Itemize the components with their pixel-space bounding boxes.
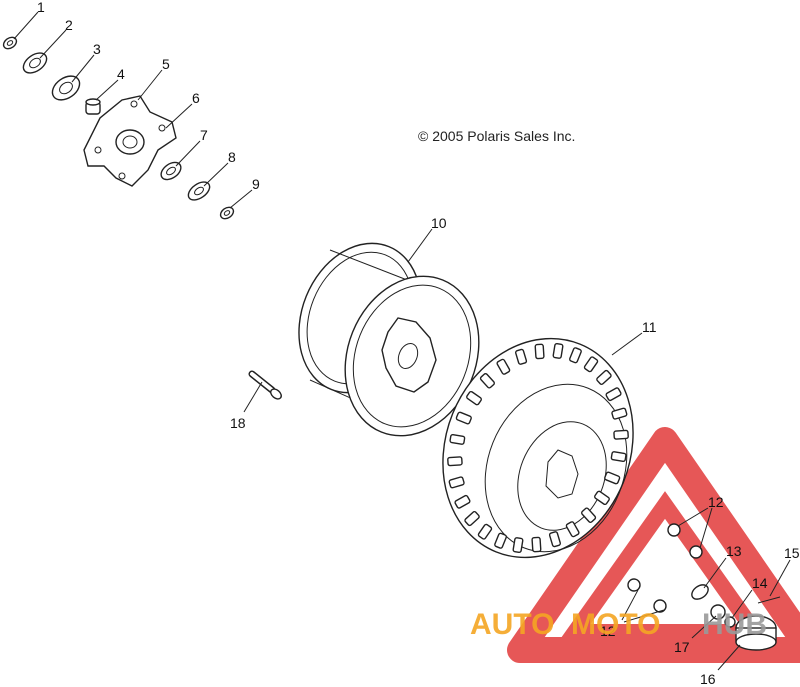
part-10-rim [298, 242, 480, 437]
callout-12-lower: 12 [600, 623, 616, 639]
part-1-washer [2, 36, 18, 50]
watermark-auto: AUTO [470, 608, 554, 641]
tread-block [604, 471, 621, 485]
part-3-bearing [51, 75, 81, 101]
tread-block [534, 343, 545, 360]
part-5-spindle [83, 95, 177, 187]
tread-block [514, 348, 528, 365]
callout-18: 18 [230, 415, 246, 431]
watermark-hub: HUB [702, 608, 767, 641]
callout-12-upper: 12 [708, 494, 724, 510]
tread-block [448, 476, 465, 489]
tread-block [548, 531, 562, 548]
tread-block [594, 490, 610, 506]
part-9-nut [219, 206, 235, 220]
part-14-nut [710, 604, 736, 628]
tread-block [496, 358, 511, 375]
callout-4: 4 [117, 66, 125, 82]
tread-block [569, 347, 582, 364]
tread-block [447, 456, 463, 467]
tread-block [613, 429, 629, 440]
part-15-cotter-pin [757, 596, 781, 604]
tread-block [479, 373, 495, 389]
tread-block [464, 510, 480, 527]
leader-lines [13, 11, 791, 671]
tread-block [494, 532, 507, 549]
callout-15: 15 [784, 545, 800, 561]
watermark-triangle [507, 427, 800, 663]
part-11-tire [442, 337, 634, 559]
callout-3: 3 [93, 41, 101, 57]
copyright-notice: © 2005 Polaris Sales Inc. [418, 128, 575, 144]
tread-block [449, 433, 466, 445]
tread-block [581, 507, 597, 523]
tread-block [512, 537, 524, 554]
callout-7: 7 [200, 127, 208, 143]
watermark-text: AUTO MOTO HUB [470, 608, 767, 641]
callout-8: 8 [228, 149, 236, 165]
callout-9: 9 [252, 176, 260, 192]
callout-13: 13 [726, 543, 742, 559]
part-7-bearing [160, 161, 182, 181]
watermark-moto: MOTO [571, 608, 660, 641]
part-18-valve-stem [248, 370, 282, 400]
part-12-lug-nuts [627, 523, 703, 613]
part-8-seal [187, 181, 211, 201]
tread-block [605, 387, 622, 402]
callout-14: 14 [752, 575, 768, 591]
callout-10: 10 [431, 215, 447, 231]
tread-block [565, 521, 580, 538]
tread-block [552, 342, 564, 359]
callout-11: 11 [642, 319, 657, 335]
callout-2: 2 [65, 17, 73, 33]
tread-block [610, 451, 627, 463]
callout-16: 16 [700, 671, 716, 687]
part-4-spacer [85, 98, 101, 115]
tread-block [531, 536, 542, 553]
tread-block [611, 407, 628, 420]
callout-6: 6 [192, 90, 200, 106]
callout-5: 5 [162, 56, 170, 72]
tread-block [466, 390, 482, 406]
part-13-washer [691, 584, 709, 600]
callout-17: 17 [674, 639, 690, 655]
tread-block [455, 411, 472, 425]
tread-block [477, 523, 493, 540]
callout-1: 1 [37, 0, 45, 15]
tread-block [583, 356, 599, 373]
tread-block [596, 369, 612, 386]
tread-block [454, 494, 471, 509]
part-2-seal [22, 52, 48, 74]
part-16-hub-cap [735, 615, 777, 651]
